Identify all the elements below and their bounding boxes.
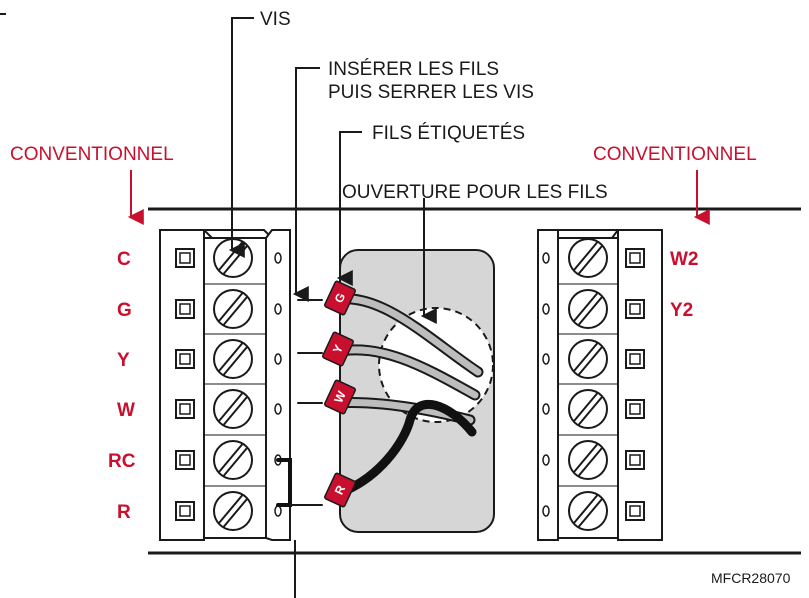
right-terminal-block [537,229,663,541]
terminal-label-left: W [117,400,135,421]
right-terminal-row [542,383,645,429]
fils-etiquetes-label: FILS ÉTIQUETÉS [372,123,525,144]
screw-icon [568,339,608,379]
screw-icon [568,440,608,480]
screw-icon [568,238,608,278]
inserer-label-line1: INSÉRER LES FILS [328,59,499,80]
terminal-label-right: W2 [670,249,699,270]
conventionnel-left-label: CONVENTIONNEL [10,144,174,165]
wire-tag-icon: Y [322,331,354,367]
conventionnel-left: CONVENTIONNEL [10,144,174,225]
terminal-label-right: Y2 [670,300,693,321]
terminal-label-left: RC [108,451,136,472]
right-terminal-row [542,283,645,329]
left-terminal-row [175,383,282,429]
wire-tag-icon: R [324,472,356,508]
right-terminal-row [542,485,645,531]
wire-tag-icon: W [324,379,356,415]
terminal-label-left: R [117,502,131,523]
conventionnel-right-label: CONVENTIONNEL [593,144,757,165]
inserer-label-line2: PUIS SERRER LES VIS [328,82,534,103]
terminal-label-left: C [117,249,131,270]
left-terminal-row [175,283,282,329]
terminal-label-left: Y [117,350,130,371]
screw-icon [568,389,608,429]
left-terminal-row [175,434,282,480]
conventionnel-right: CONVENTIONNEL [593,144,757,225]
callout-fils-etiquetes: FILS ÉTIQUETÉS [336,123,525,286]
screw-icon [213,339,253,379]
right-terminal-row [542,434,645,480]
screw-icon [568,491,608,531]
screw-icon [213,289,253,329]
vis-label: VIS [260,9,291,30]
screw-icon [213,491,253,531]
right-terminal-row [542,238,645,278]
right-terminal-row [542,333,645,379]
callout-inserer: INSÉRER LES FILS PUIS SERRER LES VIS [292,59,534,302]
callout-ouverture: OUVERTURE POUR LES FILS [342,182,608,324]
screw-icon [568,289,608,329]
left-terminal-row [175,485,282,531]
figure-code: MFCR28070 [711,570,791,586]
screw-icon [213,389,253,429]
terminal-label-left: G [117,300,132,321]
ouverture-label: OUVERTURE POUR LES FILS [342,182,608,203]
left-terminal-block [159,229,291,541]
left-terminal-row [175,333,282,379]
callout-vis: VIS [228,9,291,258]
screw-icon [213,440,253,480]
